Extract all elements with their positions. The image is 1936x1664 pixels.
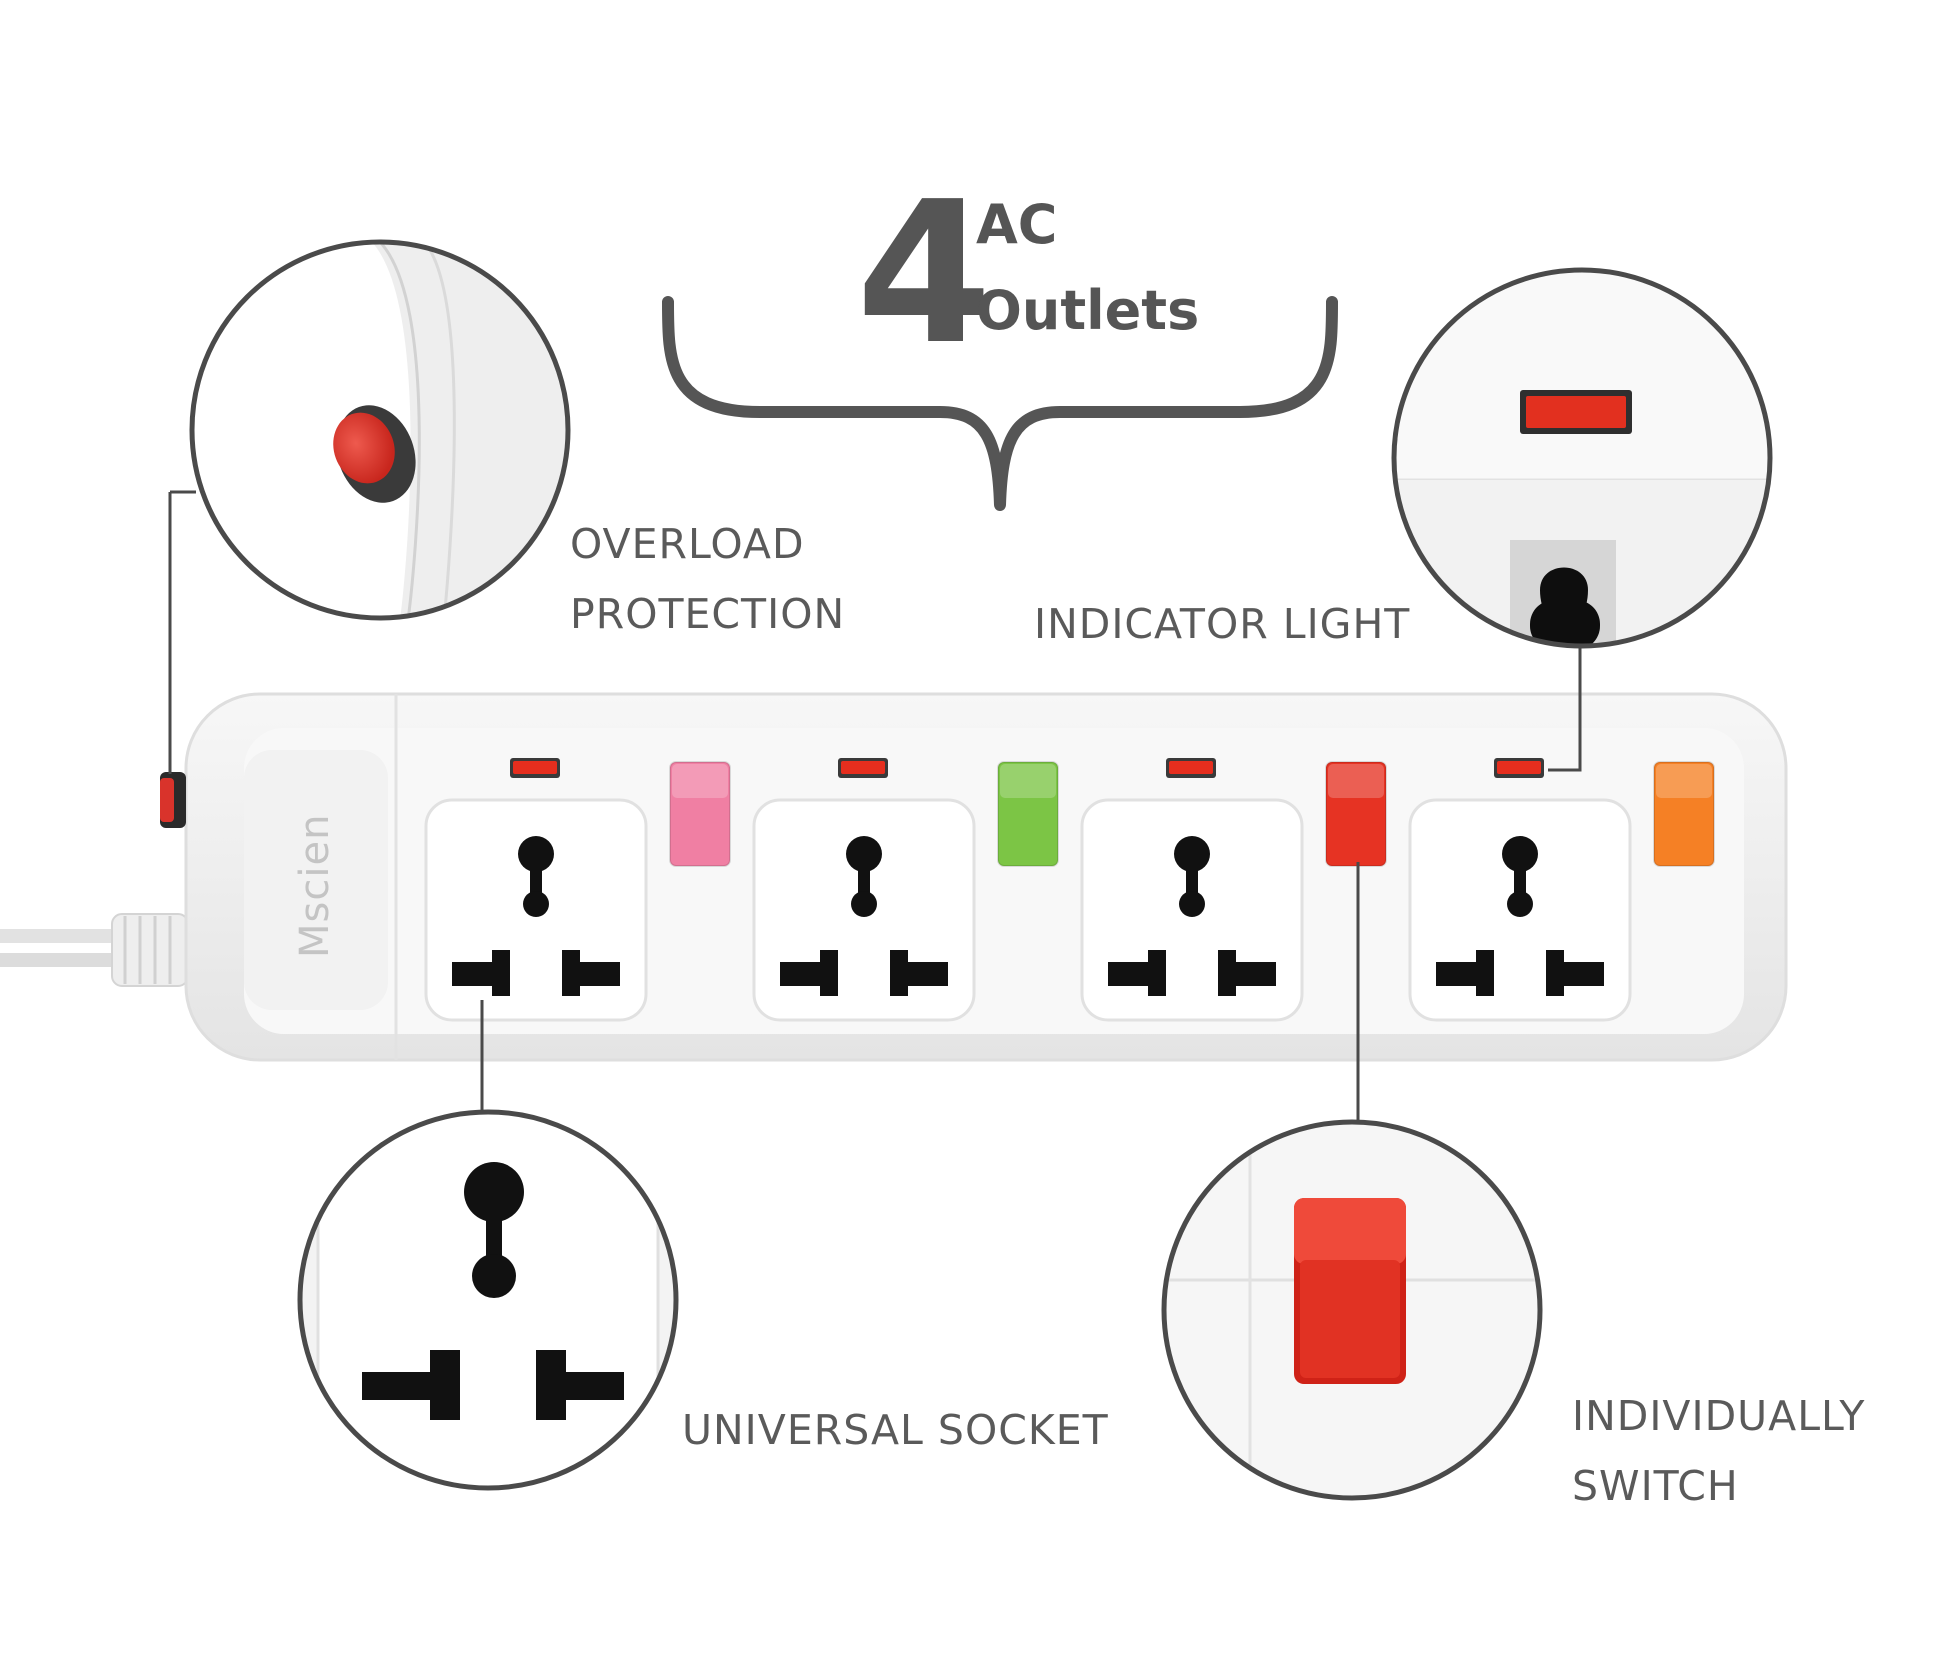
outlet-count: 4	[856, 160, 993, 388]
left-slot	[1108, 950, 1166, 996]
switch-highlight	[1656, 764, 1712, 798]
label-overload-2: PROTECTION	[570, 590, 846, 638]
right-slot	[1546, 950, 1604, 996]
right-slot	[1218, 950, 1276, 996]
label-switch-2: SWITCH	[1572, 1462, 1739, 1510]
indicator-light	[1497, 761, 1541, 774]
outlet-switch[interactable]	[1325, 761, 1387, 867]
right-slot	[562, 950, 620, 996]
pin-hole-top	[1174, 836, 1210, 872]
brand-logo: Mscien	[292, 813, 338, 958]
pin-hole-top	[518, 836, 554, 872]
indicator-light	[513, 761, 557, 774]
header-line2: Outlets	[976, 279, 1200, 342]
pin-hole-bottom	[1507, 891, 1533, 917]
switch-highlight	[1000, 764, 1056, 798]
brace	[662, 296, 1338, 511]
switch-highlight	[1328, 764, 1384, 798]
outlet-switch[interactable]	[997, 761, 1059, 867]
callout-indicator	[1394, 270, 1770, 646]
callout-overload	[192, 242, 568, 618]
pin-hole-bottom	[523, 891, 549, 917]
label-overload-1: OVERLOAD	[570, 520, 805, 568]
outlet-switch[interactable]	[669, 761, 731, 867]
pin-hole-bottom	[1179, 891, 1205, 917]
right-slot	[890, 950, 948, 996]
label-switch-1: INDIVIDUALLY	[1572, 1392, 1866, 1440]
pin-hole-bottom	[851, 891, 877, 917]
left-slot	[1436, 950, 1494, 996]
label-indicator: INDICATOR LIGHT	[1034, 600, 1411, 648]
callout-socket	[300, 1112, 676, 1488]
leader-lines	[168, 490, 1582, 1122]
indicator-light	[841, 761, 885, 774]
indicator-light	[1169, 761, 1213, 774]
pin-hole-top	[846, 836, 882, 872]
overload-button-side	[160, 772, 186, 828]
switch-highlight	[672, 764, 728, 798]
callout-switch	[1164, 1122, 1540, 1498]
pin-hole-top	[1502, 836, 1538, 872]
left-slot	[780, 950, 838, 996]
outlet-switch[interactable]	[1653, 761, 1715, 867]
label-socket: UNIVERSAL SOCKET	[682, 1406, 1109, 1454]
left-slot	[452, 950, 510, 996]
outlet-group	[424, 758, 1715, 1022]
power-cord	[0, 913, 189, 987]
header-line1: AC	[976, 193, 1058, 256]
